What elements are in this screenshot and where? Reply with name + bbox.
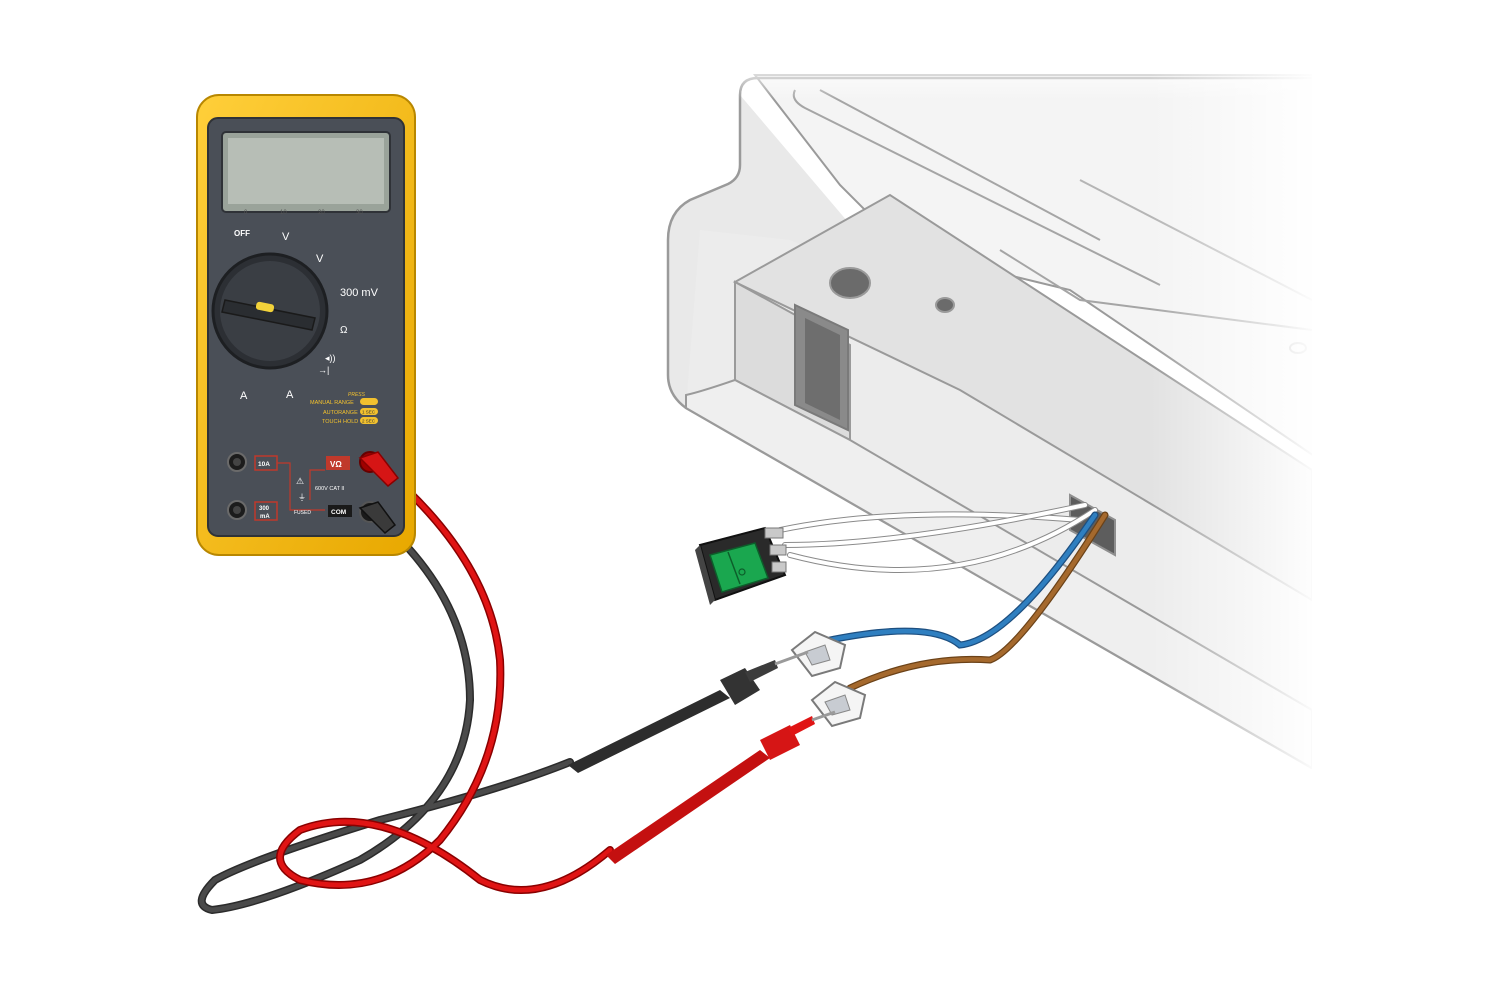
jack-300ma-label-top: 300	[259, 506, 270, 512]
dial-label-mv: 300 mV	[340, 287, 379, 299]
black-plug	[358, 501, 397, 535]
press-heading: PRESS	[348, 392, 366, 398]
dial-label-a-ac: A	[286, 389, 294, 401]
press-autorange-label: AUTORANGE	[323, 410, 358, 416]
cat-rating-label: 600V CAT II	[315, 486, 345, 492]
continuity-icon: ◂))	[325, 353, 336, 363]
fused-label: FUSED	[294, 510, 311, 516]
jack-com-label: COM	[331, 509, 346, 516]
appliance-housing	[666, 60, 1500, 800]
test-leads	[197, 466, 614, 915]
lcd-scale-20: 20	[318, 210, 325, 216]
jack-10a-label: 10A	[258, 461, 270, 468]
red-plug	[358, 451, 400, 488]
diode-icon: →|	[318, 365, 329, 375]
multimeter: 0 10 20 30 OFF V V 300 mV Ω A A ◂)) →| P…	[196, 94, 416, 556]
jack-300ma[interactable]	[227, 500, 247, 520]
black-lead-cable	[197, 516, 574, 915]
press-manual-range-pill	[360, 398, 378, 405]
ground-icon: ⏚	[298, 493, 306, 502]
appliance-wires	[777, 502, 1109, 692]
lcd-scale-30: 30	[356, 210, 363, 216]
red-probe	[606, 710, 836, 864]
press-touch-hold-label: TOUCH HOLD	[322, 419, 358, 425]
dial-label-a-dc: A	[240, 390, 248, 402]
dial-label-v-dc: V	[316, 253, 324, 265]
black-probe	[568, 650, 809, 773]
dial-label-ohm: Ω	[340, 325, 348, 336]
warning-icon: ⚠	[296, 476, 304, 486]
jack-vohm-label: VΩ	[330, 460, 342, 469]
lcd-scale-0: 0	[244, 210, 248, 216]
dial-label-off: OFF	[234, 229, 250, 238]
press-manual-range-label: MANUAL RANGE	[310, 400, 354, 406]
press-touch-hold-pill: 2 SEC	[362, 419, 376, 424]
jack-10a[interactable]	[227, 452, 247, 472]
dial-knob[interactable]	[221, 299, 316, 331]
jack-300ma-label-bottom: mA	[260, 514, 270, 520]
lcd-scale-10: 10	[280, 210, 287, 216]
blue-wire-terminal	[790, 630, 847, 678]
press-autorange-pill: 1 SEC	[362, 410, 376, 415]
rocker-switch	[695, 526, 787, 605]
dial-label-v-ac: V	[282, 231, 290, 243]
